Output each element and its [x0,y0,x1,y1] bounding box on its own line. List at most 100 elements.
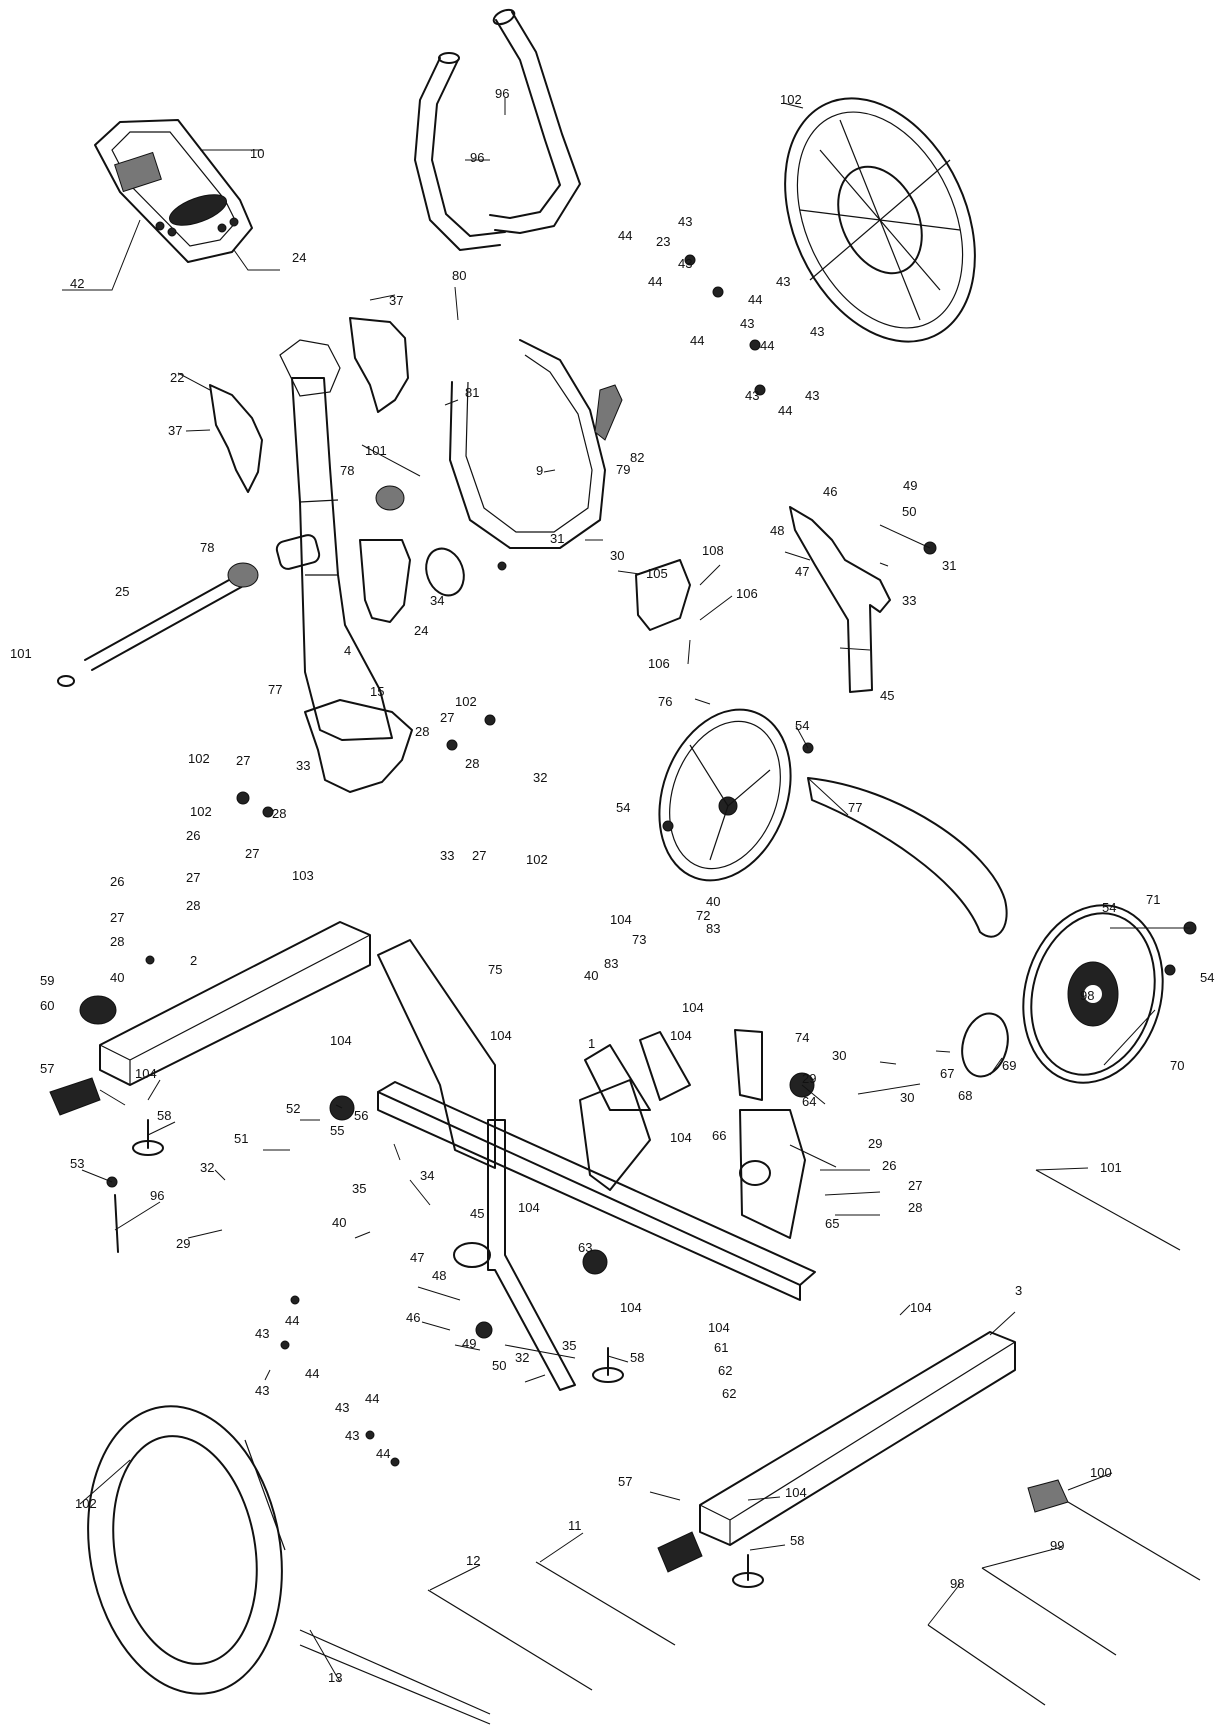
callout-label: 43 [678,256,692,271]
callout-label: 104 [490,1028,512,1043]
callout-label: 29 [868,1136,882,1151]
callout-label: 3 [1015,1283,1022,1298]
callouts: 10 24 42 22 37 37 101 78 78 25 101 24 34… [10,86,1214,1685]
callout-label: 27 [472,848,486,863]
callout-label: 101 [10,646,32,661]
callout-label: 40 [584,968,598,983]
callout-label: 28 [186,898,200,913]
callout-label: 44 [618,228,632,243]
callout-label: 45 [470,1206,484,1221]
flywheel-bracket-lower [487,1119,576,1391]
callout-label: 63 [578,1240,592,1255]
callout-label: 96 [470,150,484,165]
callout-label: 56 [354,1108,368,1123]
cable-12 [427,1589,593,1691]
callout-label: 65 [825,1216,839,1231]
callout-label: 73 [632,932,646,947]
callout-label: 26 [186,828,200,843]
end-cap-front [49,1077,101,1116]
callout-label: 44 [365,1391,379,1406]
callout-label: 10 [250,146,264,161]
callout-label: 101 [1100,1160,1122,1175]
post-sleeve [275,534,321,570]
callout-label: 57 [40,1061,54,1076]
pulley-wheel [658,708,792,882]
callout-label: 11 [568,1518,582,1533]
callout-label: 43 [810,324,824,339]
hardware-fasteners [106,254,1197,1467]
callout-label: 40 [706,894,720,909]
callout-label: 104 [330,1033,352,1048]
callout-label: 31 [550,531,564,546]
callout-label: 9 [536,463,543,478]
callout-label: 48 [432,1268,446,1283]
callout-label: 32 [200,1160,214,1175]
flywheel-cover-upper [784,97,976,343]
callout-label: 28 [908,1200,922,1215]
callout-label: 49 [462,1336,476,1351]
callout-label: 104 [518,1200,540,1215]
callout-label: 42 [70,276,84,291]
callout-label: 44 [748,292,762,307]
callout-label: 28 [110,934,124,949]
cable-13b [299,1644,491,1725]
callout-label: 29 [176,1236,190,1251]
callout-label: 54 [795,718,809,733]
callout-label: 22 [170,370,184,385]
callout-label: 71 [1146,892,1160,907]
callout-label: 75 [488,962,502,977]
callout-label: 44 [690,333,704,348]
guard-ring-upper [594,384,623,441]
callout-label: 105 [646,566,668,581]
callout-label: 62 [718,1363,732,1378]
callout-label: 24 [292,250,306,265]
callout-label: 25 [115,584,129,599]
bracket-cover [635,559,691,631]
callout-label: 46 [406,1310,420,1325]
callout-label: 77 [268,682,282,697]
callout-label: 43 [740,316,754,331]
callout-label: 104 [670,1130,692,1145]
flywheel-bracket-upper [789,506,891,693]
callout-label: 102 [190,804,212,819]
callout-label: 43 [678,214,692,229]
leveling-foot-2 [592,1347,624,1383]
callout-label: 26 [110,874,124,889]
callout-label: 78 [340,463,354,478]
callout-label: 60 [40,998,54,1013]
leveling-foot-3 [732,1554,764,1588]
callout-label: 96 [495,86,509,101]
callout-label: 27 [186,870,200,885]
callout-label: 67 [940,1066,954,1081]
shroud-right [349,317,409,413]
callout-label: 100 [1090,1465,1112,1480]
callout-label: 54 [1102,900,1116,915]
callout-label: 43 [255,1383,269,1398]
callout-label: 46 [823,484,837,499]
callout-label: 47 [795,564,809,579]
callout-label: 30 [900,1090,914,1105]
callout-label: 54 [1200,970,1214,985]
callout-label: 33 [296,758,310,773]
callout-label: 28 [415,724,429,739]
callout-label: 40 [110,970,124,985]
callout-label: 104 [910,1300,932,1315]
callout-label: 43 [345,1428,359,1443]
callout-label: 96 [150,1188,164,1203]
cable-13 [299,1629,491,1715]
callout-label: 45 [880,688,894,703]
callout-label: 24 [414,623,428,638]
callout-label: 69 [1002,1058,1016,1073]
callout-label: 57 [618,1474,632,1489]
callout-label: 34 [430,593,444,608]
callout-label: 31 [942,558,956,573]
callout-label: 50 [492,1358,506,1373]
callout-label: 27 [440,710,454,725]
seat-axle [57,574,246,687]
callout-label: 102 [75,1496,97,1511]
callout-label: 58 [157,1108,171,1123]
callout-label: 40 [332,1215,346,1230]
callout-label: 104 [785,1485,807,1500]
callout-label: 106 [648,656,670,671]
